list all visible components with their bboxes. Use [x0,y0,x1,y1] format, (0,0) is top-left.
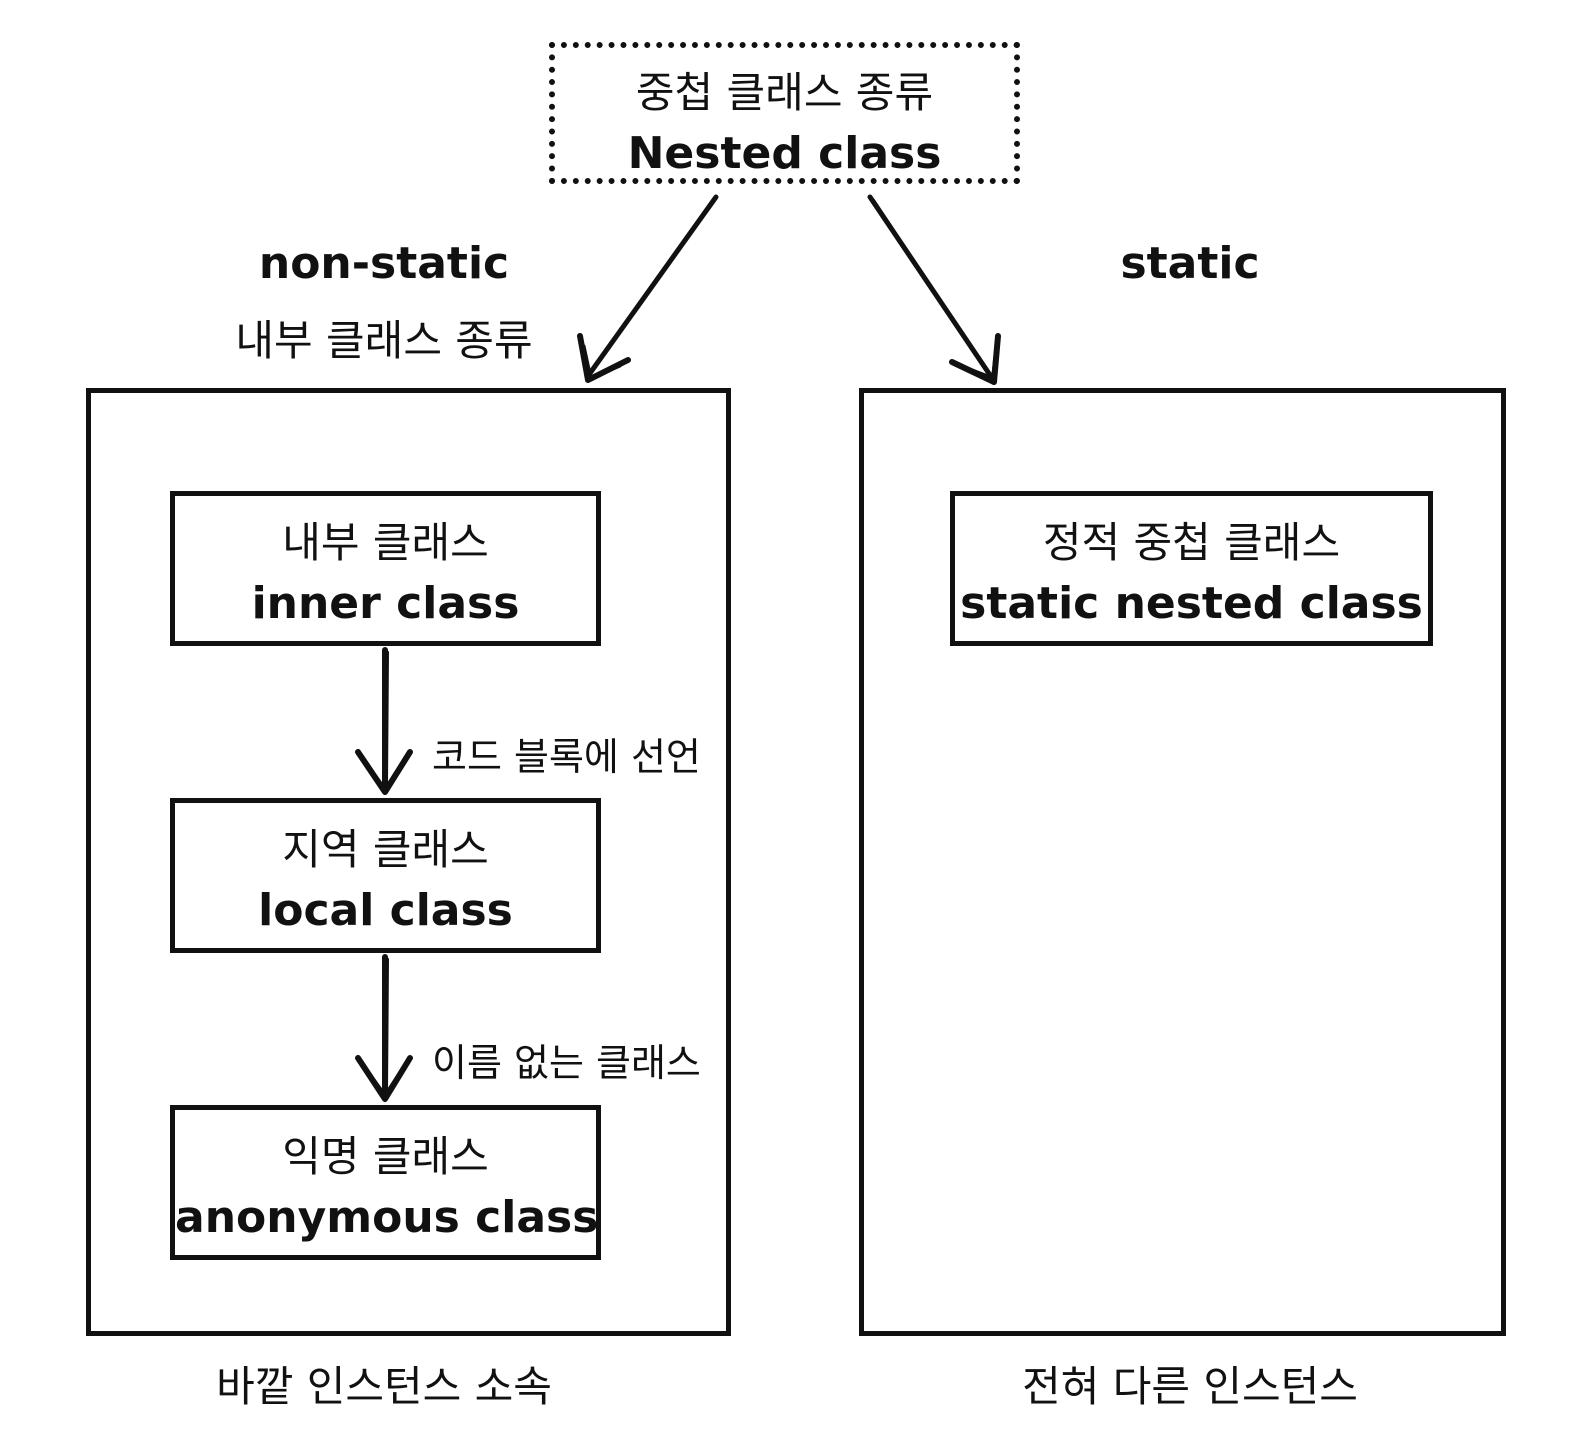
class-node-name-ko: 정적 중첩 클래스 [1042,518,1341,567]
static-panel [859,388,1506,1336]
root-node-nested-class: 중첩 클래스 종류 Nested class [549,42,1020,184]
class-node-anonymous-class: 익명 클래스 anonymous class [170,1105,601,1260]
branch-sublabel-inner-class-kinds: 내부 클래스 종류 [235,316,533,365]
arrow-root-to-non-static [577,194,719,383]
root-title-en: Nested class [627,128,942,179]
arrow-inner-to-local [355,647,413,795]
class-node-name-ko: 내부 클래스 [282,518,489,567]
class-node-name-en: anonymous class [175,1192,599,1243]
class-node-name-ko: 지역 클래스 [282,825,489,874]
class-node-name-en: inner class [251,578,520,629]
arrow-local-to-anonymous [355,954,413,1102]
class-node-name-ko: 익명 클래스 [282,1132,489,1181]
class-node-local-class: 지역 클래스 local class [170,798,601,953]
branch-label-non-static: non-static [258,238,510,289]
transition-label-declared-in-code-block: 코드 블록에 선언 [432,735,701,779]
root-title-ko: 중첩 클래스 종류 [635,68,934,117]
class-node-static-nested-class: 정적 중첩 클래스 static nested class [950,491,1433,646]
class-node-inner-class: 내부 클래스 inner class [170,491,601,646]
class-node-name-en: static nested class [960,578,1423,629]
arrow-root-to-static [867,194,1001,385]
branch-label-static: static [1120,238,1260,289]
transition-label-unnamed-class: 이름 없는 클래스 [432,1041,701,1085]
footer-entirely-different-instance: 전혀 다른 인스턴스 [1022,1362,1358,1411]
non-static-panel [86,388,731,1336]
class-node-name-en: local class [258,885,513,936]
footer-outer-instance-owned: 바깥 인스턴스 소속 [216,1362,552,1411]
